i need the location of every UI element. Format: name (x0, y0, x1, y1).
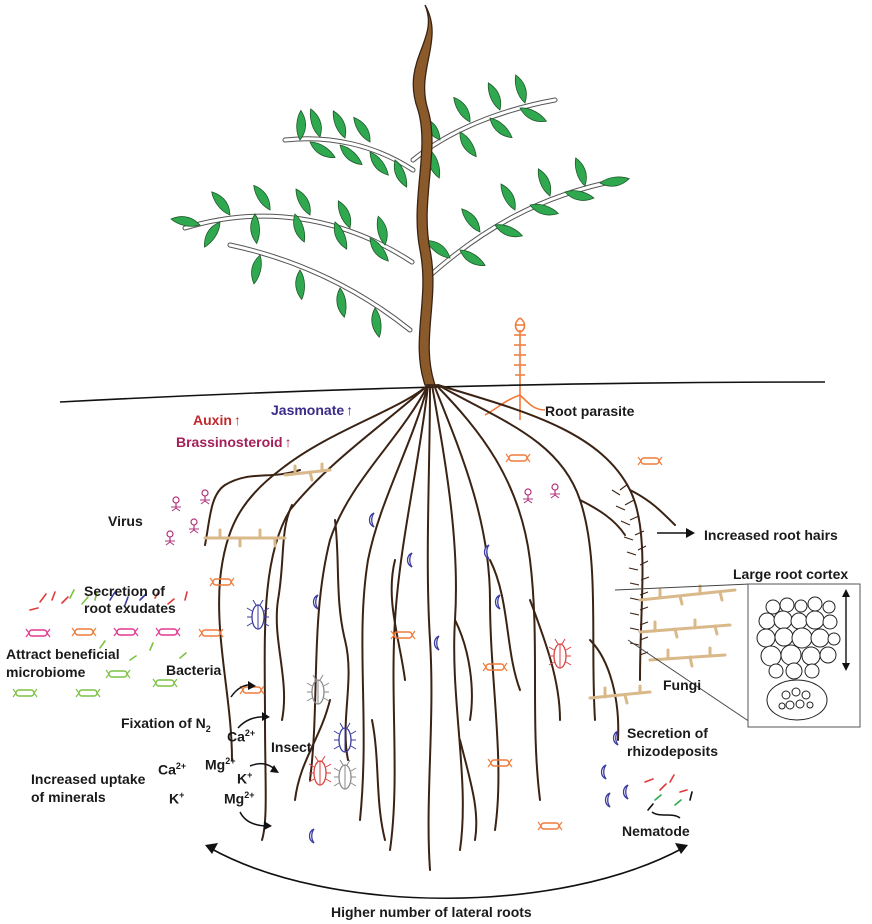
label-secretion-rhizo-1: Secretion of (627, 725, 708, 741)
label-nematode: Nematode (622, 823, 690, 839)
plant-shoot (171, 5, 629, 385)
label-secretion-exudates-1: Secretion of (84, 583, 165, 599)
label-increased-uptake-2: of minerals (31, 789, 106, 805)
label-k-1: K+ (169, 787, 184, 807)
label-lateral-roots: Higher number of lateral roots (331, 904, 532, 920)
label-virus: Virus (108, 513, 143, 529)
label-secretion-rhizo-2: rhizodeposits (627, 743, 718, 759)
root-system (205, 385, 675, 870)
label-mg-1: Mg2+ (205, 753, 235, 773)
label-fungi: Fungi (663, 677, 701, 693)
label-jasmonate: Jasmonate↑ (271, 402, 353, 418)
label-large-root-cortex: Large root cortex (733, 566, 848, 582)
label-secretion-exudates-2: root exudates (84, 600, 176, 616)
label-increased-uptake-1: Increased uptake (31, 771, 145, 787)
stem (413, 5, 435, 385)
label-bacteria: Bacteria (166, 662, 221, 678)
label-root-parasite: Root parasite (545, 403, 634, 419)
leaves (171, 75, 629, 337)
label-attract-2: microbiome (6, 664, 85, 680)
label-mg-2: Mg2+ (224, 787, 254, 807)
root-hairs (612, 484, 649, 655)
label-insect: Insect (271, 739, 311, 755)
label-brassinosteroid: Brassinosteroid↑ (176, 434, 292, 450)
label-increased-root-hairs: Increased root hairs (704, 527, 838, 543)
up-arrow-icon: ↑ (346, 402, 353, 418)
virus-icon (165, 484, 560, 545)
nematode-icon (652, 812, 680, 818)
label-attract-1: Attract beneficial (6, 646, 120, 662)
up-arrow-icon: ↑ (285, 434, 292, 450)
label-ca-1: Ca2+ (227, 725, 255, 745)
root-parasite-icon (485, 318, 545, 420)
root-cortex-cells (615, 584, 860, 727)
label-ca-2: Ca2+ (158, 758, 186, 778)
up-arrow-icon: ↑ (234, 412, 241, 428)
rhizodeposit-icon (310, 513, 629, 843)
label-auxin: Auxin↑ (193, 412, 241, 428)
label-fixation: Fixation of N2 (121, 715, 211, 737)
label-k-2: K+ (237, 767, 252, 787)
insect-icon (247, 600, 571, 789)
